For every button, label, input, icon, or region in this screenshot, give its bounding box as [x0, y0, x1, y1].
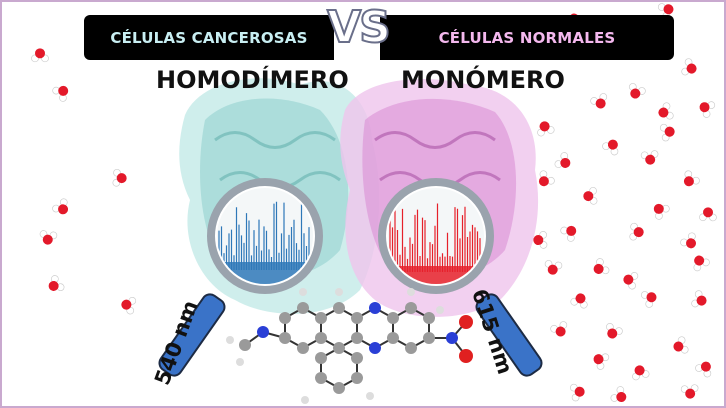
water-molecule-icon	[680, 383, 700, 400]
banner-cancer-cells: CÉLULAS CANCEROSAS	[84, 15, 334, 60]
water-molecule-icon	[112, 168, 128, 188]
water-molecule-icon	[621, 269, 639, 291]
homodimer-label: HOMODÍMERO	[156, 66, 349, 94]
water-molecule-icon	[678, 230, 702, 253]
water-molecule-icon	[589, 348, 611, 372]
magnifier-left-icon	[158, 178, 323, 377]
water-molecule-icon	[600, 135, 624, 157]
water-molecule-icon	[553, 150, 575, 174]
water-molecule-icon	[534, 118, 556, 138]
water-molecule-icon	[543, 259, 563, 277]
water-molecule-icon	[44, 273, 66, 297]
water-molecule-icon	[688, 251, 712, 273]
water-molecule-icon	[582, 186, 598, 206]
water-molecule-icon	[50, 80, 74, 104]
water-molecule-icon	[693, 357, 717, 379]
water-molecule-icon	[670, 335, 690, 357]
monomer-label: MONÓMERO	[401, 66, 565, 94]
water-molecule-icon	[659, 121, 677, 143]
water-molecule-icon	[648, 198, 672, 222]
water-molecule-icon	[569, 290, 591, 310]
water-molecule-icon	[655, 101, 675, 123]
water-molecule-icon	[629, 363, 651, 382]
water-molecule-icon	[629, 222, 645, 242]
water-molecule-icon	[569, 382, 587, 402]
water-molecule-icon	[678, 168, 702, 191]
molecule-structure	[226, 288, 473, 404]
water-molecule-icon	[532, 230, 548, 250]
water-molecule-icon	[589, 91, 611, 112]
water-molecule-icon	[602, 321, 625, 343]
water-molecule-icon	[609, 384, 631, 408]
water-molecule-icon	[119, 294, 137, 316]
water-molecule-icon	[680, 57, 700, 79]
water-molecule-icon	[639, 287, 661, 310]
water-molecule-icon	[640, 149, 660, 167]
water-molecule-icon	[31, 47, 49, 63]
water-molecule-icon	[698, 206, 718, 222]
water-molecule-icon	[589, 256, 611, 280]
versus-label: VS	[326, 2, 392, 53]
water-molecule-icon	[549, 320, 571, 340]
water-molecule-icon	[690, 289, 710, 311]
water-molecule-icon	[38, 229, 58, 247]
magnifier-right-icon	[378, 178, 543, 377]
water-molecule-icon	[50, 196, 74, 219]
water-molecule-icon	[558, 220, 582, 244]
water-molecule-icon	[625, 81, 647, 102]
water-molecule-icon	[695, 96, 717, 120]
banner-normal-cells: CÉLULAS NORMALES	[380, 15, 674, 60]
